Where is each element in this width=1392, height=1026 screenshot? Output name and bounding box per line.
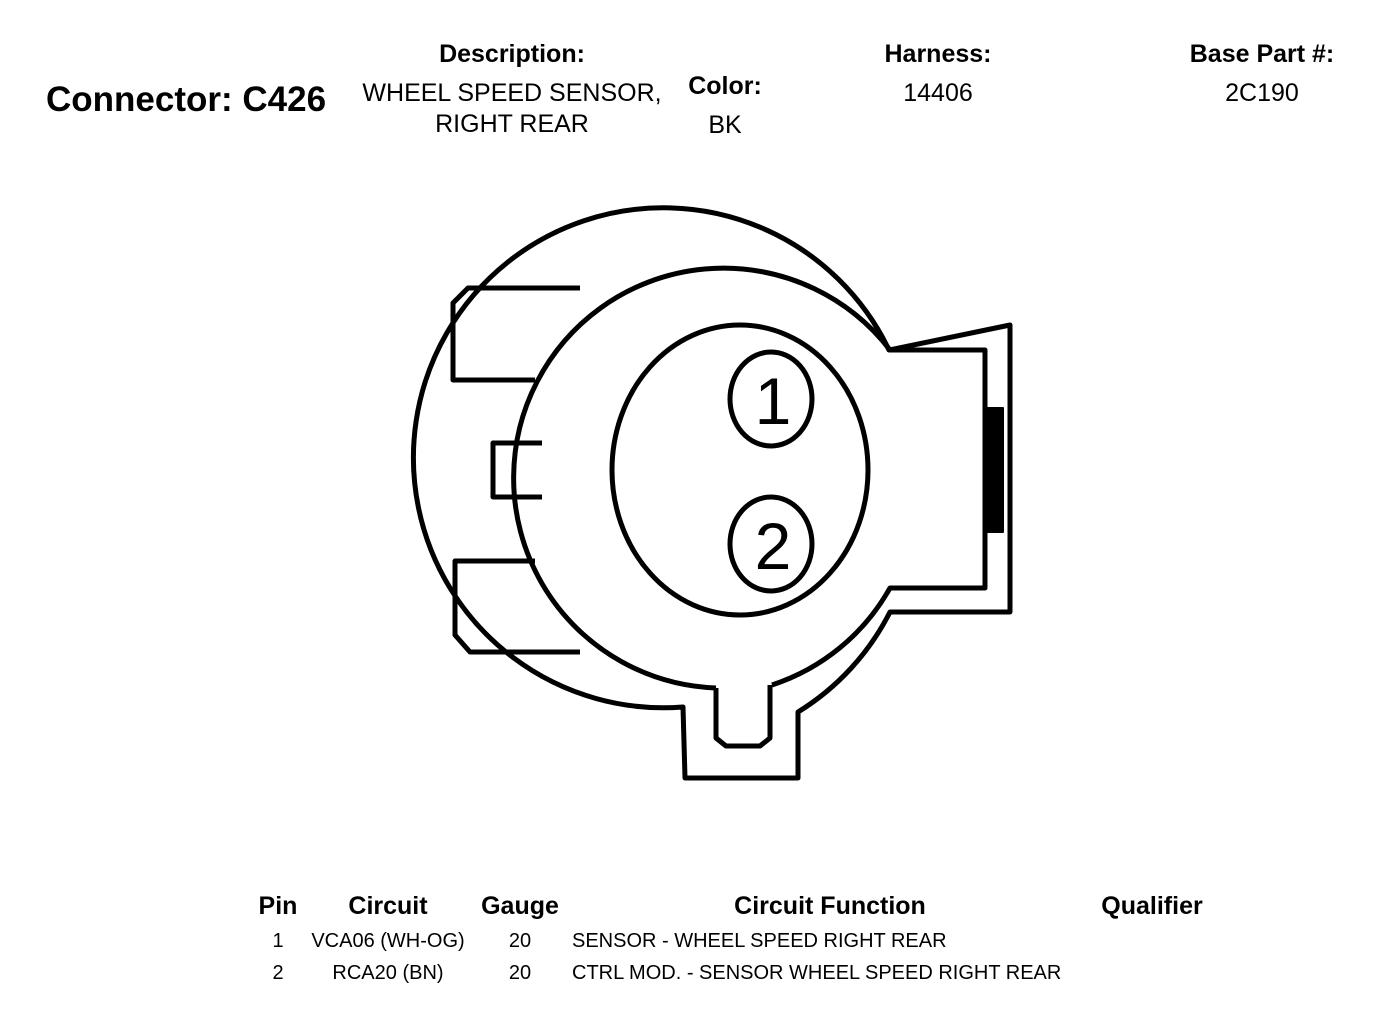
row-gauge: 20: [508, 930, 532, 952]
outer-shell: [411, 205, 1013, 781]
color-label: Color:: [688, 72, 762, 100]
harness-value: 14406: [903, 79, 973, 107]
column-header-circuit-function: Circuit Function: [734, 892, 926, 920]
pin-1-label: 1: [755, 364, 792, 438]
color-value: BK: [708, 111, 742, 139]
inner-shell: [511, 265, 988, 749]
column-header-circuit: Circuit: [348, 892, 428, 920]
row-circuit: VCA06 (WH-OG): [311, 930, 465, 952]
left-tab-bottom: [452, 558, 580, 655]
right-latch: [987, 407, 1004, 533]
harness-label: Harness:: [884, 40, 992, 68]
description-label: Description:: [439, 40, 585, 68]
pin-1-cavity: [727, 349, 815, 449]
row-circuit-function: CTRL MOD. - SENSOR WHEEL SPEED RIGHT REA…: [572, 962, 1062, 984]
left-tab-top: [450, 285, 580, 383]
row-circuit-function: SENSOR - WHEEL SPEED RIGHT REAR: [572, 930, 947, 952]
base-part-label: Base Part #:: [1189, 40, 1335, 68]
row-gauge: 20: [508, 962, 532, 984]
column-header-pin: Pin: [258, 892, 298, 920]
mating-face: [609, 322, 871, 618]
row-pin: 1: [272, 930, 284, 952]
connector-title: Connector: C426: [46, 80, 327, 119]
column-header-qualifier: Qualifier: [1101, 892, 1203, 920]
pin-2-cavity: [727, 494, 815, 594]
row-pin: 2: [272, 962, 284, 984]
base-part-value: 2C190: [1225, 79, 1299, 107]
pin-2-label: 2: [755, 509, 792, 583]
description-value: WHEEL SPEED SENSOR, RIGHT REAR: [362, 79, 662, 138]
row-circuit: RCA20 (BN): [332, 962, 444, 984]
column-header-gauge: Gauge: [481, 892, 559, 920]
